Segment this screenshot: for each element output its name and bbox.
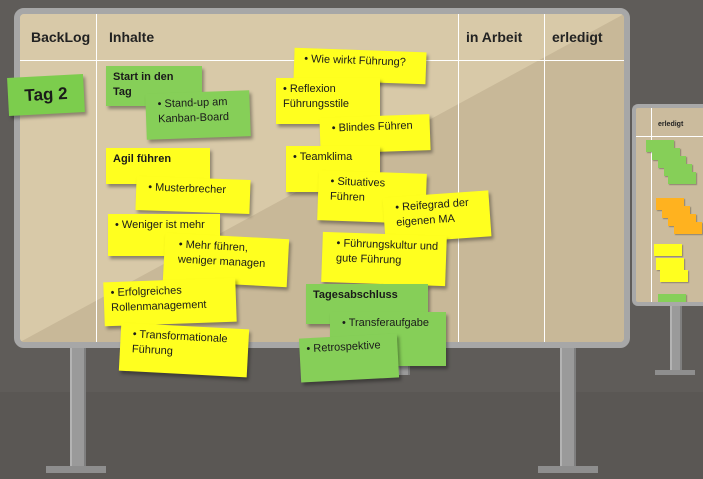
note-text: • Reflexion Führungsstile	[283, 83, 350, 110]
note-text: • Transformationale Führung	[131, 328, 228, 358]
mini-note	[674, 222, 702, 234]
note-text: • Musterbrecher	[148, 181, 227, 197]
mini-note	[654, 244, 682, 256]
small-board-foot	[655, 370, 695, 375]
board-leg-right	[560, 345, 576, 471]
column-divider-in-arbeit	[544, 14, 545, 342]
mini-note	[668, 172, 696, 184]
board-foot-left	[46, 466, 106, 473]
note-text: Tagesabschluss	[313, 289, 398, 301]
note-text: • Blindes Führen	[331, 119, 413, 135]
board-foot-right	[538, 466, 598, 473]
small-board-header-erledigt: erledigt	[658, 121, 684, 128]
secondary-kanban-board: erledigt	[632, 104, 703, 306]
note-text: • Weniger ist mehr	[115, 219, 205, 231]
column-header-inhalte: Inhalte	[109, 29, 155, 45]
column-header-backlog: BackLog	[31, 29, 91, 45]
note-text: • Erfolgreiches Rollenmanagement	[110, 284, 207, 315]
mini-note	[656, 258, 684, 270]
board-leg-left	[70, 345, 86, 471]
note-text: • Reifegrad der eigenen MA	[394, 196, 470, 229]
day-tag: Tag 2	[7, 74, 85, 116]
note-retrospektive[interactable]: • Retrospektive	[298, 333, 400, 383]
note-text: • Stand-up am Kanban-Board	[157, 95, 230, 126]
mini-note	[660, 270, 688, 282]
note-transformationale-fuehrung[interactable]: • Transformationale Führung	[118, 322, 250, 378]
note-text: • Teamklima	[293, 151, 353, 163]
note-text: Agil führen	[113, 153, 172, 165]
note-erfolgreiches-rollenmanagement[interactable]: • Erfolgreiches Rollenmanagement	[103, 277, 237, 327]
note-standup[interactable]: • Stand-up am Kanban-Board	[145, 90, 251, 140]
note-fuehrungskultur[interactable]: • Führungskultur und gute Führung	[321, 231, 447, 287]
note-text: • Führungskultur und gute Führung	[335, 237, 439, 267]
column-header-erledigt: erledigt	[552, 29, 603, 45]
small-board-header-divider	[636, 136, 703, 137]
mini-note	[658, 294, 686, 302]
column-header-in-arbeit: in Arbeit	[466, 29, 523, 45]
column-divider-inhalte	[458, 14, 459, 342]
note-text: • Retrospektive	[306, 339, 381, 356]
small-board-leg	[670, 305, 682, 373]
note-text: Start in den Tag	[113, 71, 174, 98]
note-musterbrecher[interactable]: • Musterbrecher	[135, 176, 251, 214]
floor	[0, 392, 703, 479]
note-text: • Transferaufgabe	[342, 317, 430, 329]
small-board-column-divider	[651, 108, 652, 302]
note-text: • Wie wirkt Führung?	[303, 53, 407, 69]
note-text: • Mehr führen, weniger managen	[177, 238, 266, 271]
note-text: • Situatives Führen	[329, 175, 386, 204]
column-divider-backlog	[96, 14, 97, 342]
